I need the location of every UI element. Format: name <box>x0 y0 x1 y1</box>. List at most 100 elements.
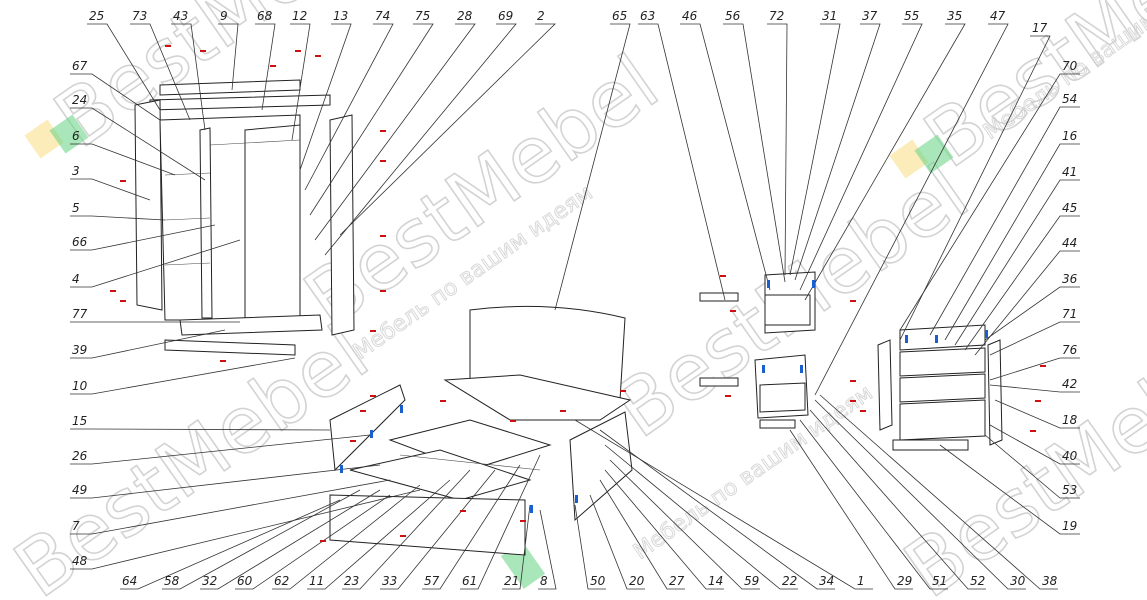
leader-line <box>789 23 841 276</box>
leader-line <box>944 143 1080 341</box>
dowel-mark <box>985 330 988 338</box>
leader-line <box>799 419 948 590</box>
watermark-brand: BestMebel <box>0 308 384 600</box>
leader-line <box>804 23 966 301</box>
callout-22: 22 <box>782 574 797 588</box>
dresser-parts <box>877 324 1003 451</box>
callout-7: 7 <box>72 519 80 533</box>
dowel-mark <box>370 430 373 438</box>
leader-line <box>70 178 151 201</box>
callout-71: 71 <box>1062 307 1077 321</box>
leader-line <box>589 494 645 590</box>
callout-23: 23 <box>344 574 359 588</box>
callout-3: 3 <box>72 164 80 178</box>
fastener-mark <box>850 300 856 302</box>
leader-line <box>162 489 361 590</box>
fastener-mark <box>1035 400 1041 402</box>
dowel-mark <box>530 505 533 513</box>
callout-25: 25 <box>89 9 104 23</box>
callout-67: 67 <box>72 59 88 73</box>
callout-69: 69 <box>498 9 513 23</box>
callout-63: 63 <box>640 9 655 23</box>
leader-line <box>422 464 521 590</box>
leader-line <box>899 73 1080 331</box>
callout-72: 72 <box>769 9 784 23</box>
callout-62: 62 <box>274 574 289 588</box>
fastener-mark <box>320 540 326 542</box>
fastener-mark <box>270 65 276 67</box>
callout-24: 24 <box>72 93 87 107</box>
fastener-mark <box>520 520 526 522</box>
callout-46: 46 <box>682 9 698 23</box>
leader-line <box>638 23 726 301</box>
callout-1: 1 <box>857 574 865 588</box>
leader-line <box>609 459 760 590</box>
dowel-mark <box>340 465 343 473</box>
leader-line <box>599 479 685 590</box>
leader-line <box>604 469 724 590</box>
callout-21: 21 <box>504 574 519 588</box>
fastener-mark <box>360 410 366 412</box>
leader-line <box>989 357 1080 381</box>
bed-parts <box>329 305 633 556</box>
leader-line <box>309 23 434 216</box>
callout-13: 13 <box>333 9 348 23</box>
callout-74: 74 <box>375 9 390 23</box>
leader-line <box>70 215 166 221</box>
callout-11: 11 <box>309 574 324 588</box>
callout-40: 40 <box>1062 449 1078 463</box>
leader-line <box>989 321 1080 356</box>
leader-line <box>460 454 541 590</box>
leader-line <box>899 35 1051 341</box>
dowel-mark <box>575 495 578 503</box>
callout-52: 52 <box>970 574 985 588</box>
fastener-mark <box>460 510 466 512</box>
fastener-mark <box>380 160 386 162</box>
leader-line <box>314 23 476 241</box>
fastener-mark <box>730 310 736 312</box>
fastener-mark <box>350 440 356 442</box>
logo-mark <box>914 134 954 174</box>
leader-line <box>70 224 216 251</box>
callout-76: 76 <box>1062 343 1078 357</box>
callout-49: 49 <box>72 483 87 497</box>
leader-line <box>324 23 517 256</box>
callout-64: 64 <box>122 574 137 588</box>
fastener-mark <box>440 400 446 402</box>
leader-line <box>130 23 191 121</box>
callout-44: 44 <box>1062 236 1077 250</box>
callout-41: 41 <box>1062 165 1077 179</box>
leader-line <box>339 23 556 236</box>
callout-16: 16 <box>1062 129 1078 143</box>
callout-8: 8 <box>540 574 548 588</box>
callout-60: 60 <box>237 574 253 588</box>
callout-59: 59 <box>744 574 759 588</box>
fastener-mark <box>725 395 731 397</box>
callout-42: 42 <box>1062 377 1077 391</box>
fastener-mark <box>220 360 226 362</box>
callout-54: 54 <box>1062 92 1077 106</box>
leader-line <box>984 434 1080 499</box>
fastener-mark <box>720 275 726 277</box>
fastener-mark <box>1040 365 1046 367</box>
fastener-mark <box>400 535 406 537</box>
leader-line <box>974 250 1080 356</box>
leader-line <box>939 444 1080 535</box>
leader-line <box>299 23 352 171</box>
callout-30: 30 <box>1010 574 1026 588</box>
fastener-mark <box>110 290 116 292</box>
leader-line <box>989 384 1080 393</box>
leader-line <box>255 23 276 111</box>
callout-17: 17 <box>1032 21 1048 35</box>
callout-53: 53 <box>1062 483 1077 497</box>
callout-5: 5 <box>72 201 80 215</box>
callout-10: 10 <box>72 379 88 393</box>
callout-20: 20 <box>629 574 645 588</box>
fastener-mark <box>560 410 566 412</box>
fastener-mark <box>510 420 516 422</box>
callout-33: 33 <box>382 574 397 588</box>
fastener-mark <box>620 390 626 392</box>
callout-26: 26 <box>72 449 88 463</box>
